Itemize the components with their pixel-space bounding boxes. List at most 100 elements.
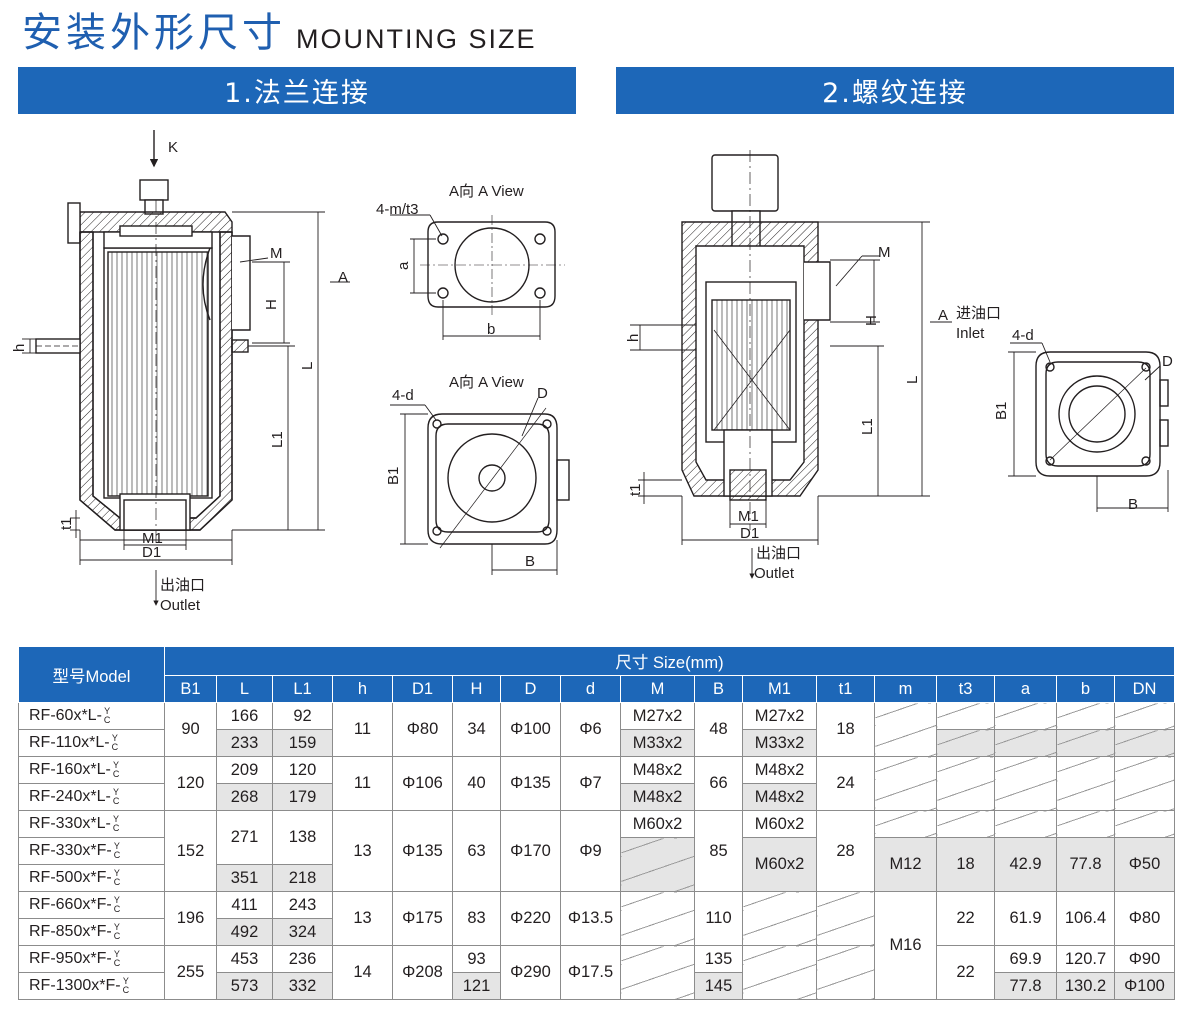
flange-filter-dimensions (22, 211, 350, 606)
col-header-b-lower: b (1056, 675, 1115, 703)
cell-a-empty (994, 702, 1057, 730)
cell-d-upper: Φ135 (500, 756, 561, 811)
label-d-dim-2: D (1162, 353, 1173, 370)
cell-b-lower: 77.8 (1056, 837, 1115, 892)
label-m1: M1 (142, 530, 163, 547)
specification-table: 型号Model 尺寸 Size(mm) B1 L L1 h D1 H D d M… (18, 646, 1175, 1000)
cell-t3-empty (936, 702, 995, 730)
cell-dn-empty (1114, 810, 1175, 838)
cell-b-lower-empty (1056, 729, 1115, 757)
cell-m1: M27x2 (742, 702, 817, 730)
cell-m-upper: M48x2 (620, 756, 695, 784)
cell-d: Φ13.5 (560, 891, 621, 946)
cell-dn: Φ90 (1114, 945, 1175, 973)
cell-m-upper-empty (620, 837, 695, 892)
thread-filter-section-view (681, 150, 831, 530)
cell-m-upper: M33x2 (620, 729, 695, 757)
page-title: 安装外形尺寸 MOUNTING SIZE (22, 6, 537, 56)
col-header-m1: M1 (742, 675, 817, 703)
cell-dn-empty (1114, 756, 1175, 811)
cell-t3: 22 (936, 945, 995, 1000)
cell-b1: 90 (164, 702, 217, 757)
cell-b1: 196 (164, 891, 217, 946)
label-outlet-en-2: Outlet (754, 565, 795, 582)
cell-l1: 179 (272, 783, 333, 811)
section-banner-flange: 1.法兰连接 (18, 67, 576, 114)
cell-h: 13 (332, 891, 393, 946)
cell-d: Φ7 (560, 756, 621, 811)
col-header-m: m (874, 675, 937, 703)
cell-l: 268 (216, 783, 273, 811)
cell-h-upper: 121 (452, 972, 501, 1000)
cell-b-lower-empty (1056, 702, 1115, 730)
cell-t3: 18 (936, 837, 995, 892)
label-h-upper: H (263, 299, 280, 310)
cell-l1: 92 (272, 702, 333, 730)
cell-m-upper: M48x2 (620, 783, 695, 811)
col-header-b: B (694, 675, 743, 703)
cell-h: 14 (332, 945, 393, 1000)
label-l1-2: L1 (859, 418, 876, 435)
cell-t3-empty (936, 810, 995, 838)
label-b-dim-2: B (1128, 496, 1138, 513)
title-english: MOUNTING SIZE (296, 24, 537, 54)
col-header-d1: D1 (392, 675, 453, 703)
cell-d-upper: Φ170 (500, 810, 561, 892)
cell-l: 209 (216, 756, 273, 784)
cell-l1: 243 (272, 891, 333, 919)
cell-h-upper: 83 (452, 891, 501, 946)
label-b1-dim-2: B1 (993, 402, 1010, 420)
label-outlet-cn: 出油口 (160, 577, 205, 594)
label-4-m-t3: 4-m/t3 (376, 201, 419, 218)
section-banner-thread: 2.螺纹连接 (616, 67, 1174, 114)
cell-b1: 120 (164, 756, 217, 811)
label-inlet-en: Inlet (956, 325, 985, 342)
cell-m: M16 (874, 891, 937, 1000)
cell-d1: Φ135 (392, 810, 453, 892)
label-a-view-1: A向 A View (449, 183, 524, 200)
cell-d-upper: Φ290 (500, 945, 561, 1000)
cell-m1-empty (742, 945, 817, 1000)
cell-dn: Φ50 (1114, 837, 1175, 892)
cell-dn-empty (1114, 729, 1175, 757)
label-h-2: h (625, 334, 642, 342)
col-header-d: d (560, 675, 621, 703)
label-k: K (168, 139, 178, 156)
label-4-d-2: 4-d (1012, 327, 1034, 344)
cell-m-upper: M27x2 (620, 702, 695, 730)
label-t1-2: t1 (627, 483, 644, 496)
cell-m1: M48x2 (742, 756, 817, 784)
col-header-h: h (332, 675, 393, 703)
label-l1: L1 (269, 431, 286, 448)
cell-t1: 28 (816, 810, 875, 892)
cell-a: 77.8 (994, 972, 1057, 1000)
col-header-h-upper: H (452, 675, 501, 703)
cell-d1: Φ175 (392, 891, 453, 946)
cell-t3-empty (936, 729, 995, 757)
cell-m-upper: M60x2 (620, 810, 695, 838)
cell-b-lower: 120.7 (1056, 945, 1115, 973)
cell-l: 351 (216, 864, 273, 892)
cell-a-empty (994, 810, 1057, 838)
cell-a: 61.9 (994, 891, 1057, 946)
cell-l1: 159 (272, 729, 333, 757)
cell-t1: 18 (816, 702, 875, 757)
col-header-size: 尺寸 Size(mm) (164, 646, 1175, 676)
cell-b-lower: 130.2 (1056, 972, 1115, 1000)
cell-l1: 324 (272, 918, 333, 946)
cell-l1: 138 (272, 810, 333, 865)
cell-m1-empty (742, 891, 817, 946)
cell-b: 145 (694, 972, 743, 1000)
cell-h: 11 (332, 756, 393, 811)
label-l: L (299, 362, 316, 370)
